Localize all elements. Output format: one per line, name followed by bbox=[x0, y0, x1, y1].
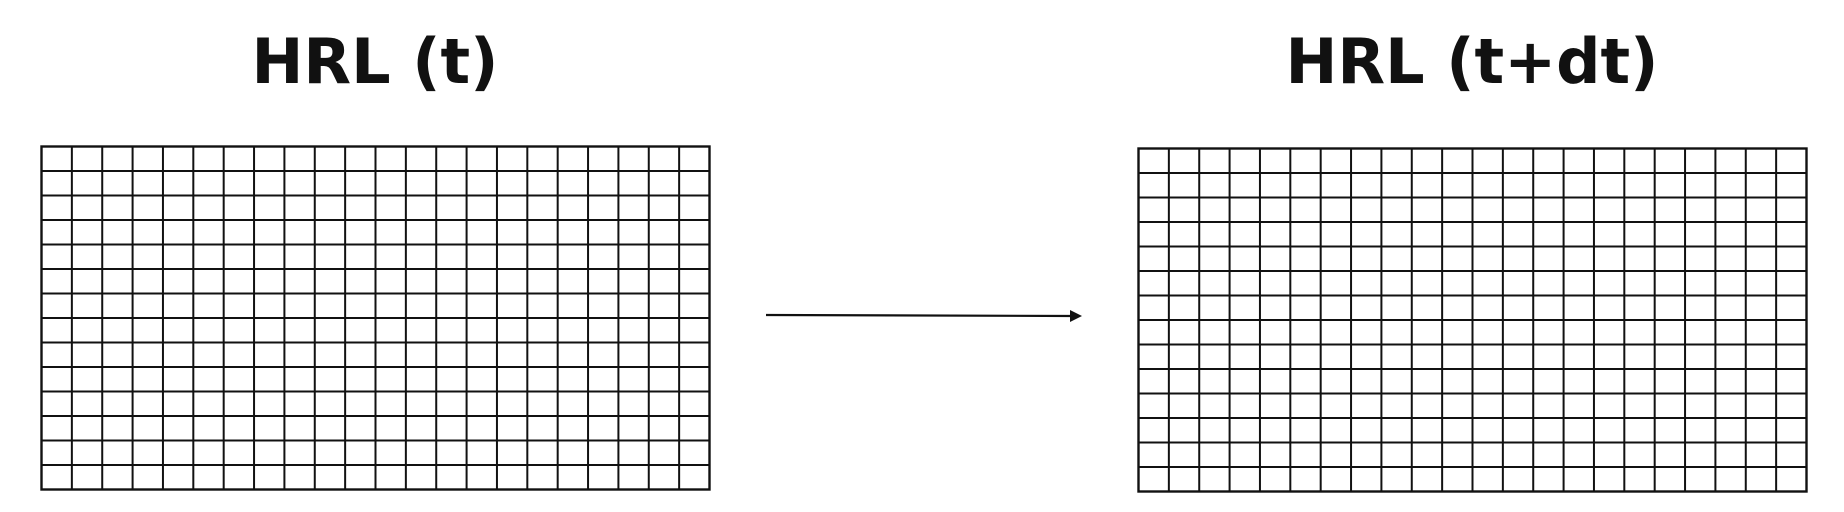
transition-arrow bbox=[765, 310, 1082, 322]
arrow-head bbox=[1070, 310, 1082, 322]
panel-title-hrl-t-dt: HRL (t+dt) bbox=[1285, 25, 1659, 98]
arrow-shaft bbox=[765, 313, 1073, 318]
hrl-t-grid bbox=[40, 145, 711, 491]
panel-title-hrl-t: HRL (t) bbox=[251, 25, 499, 98]
hrl-t-dt-grid bbox=[1137, 147, 1808, 493]
